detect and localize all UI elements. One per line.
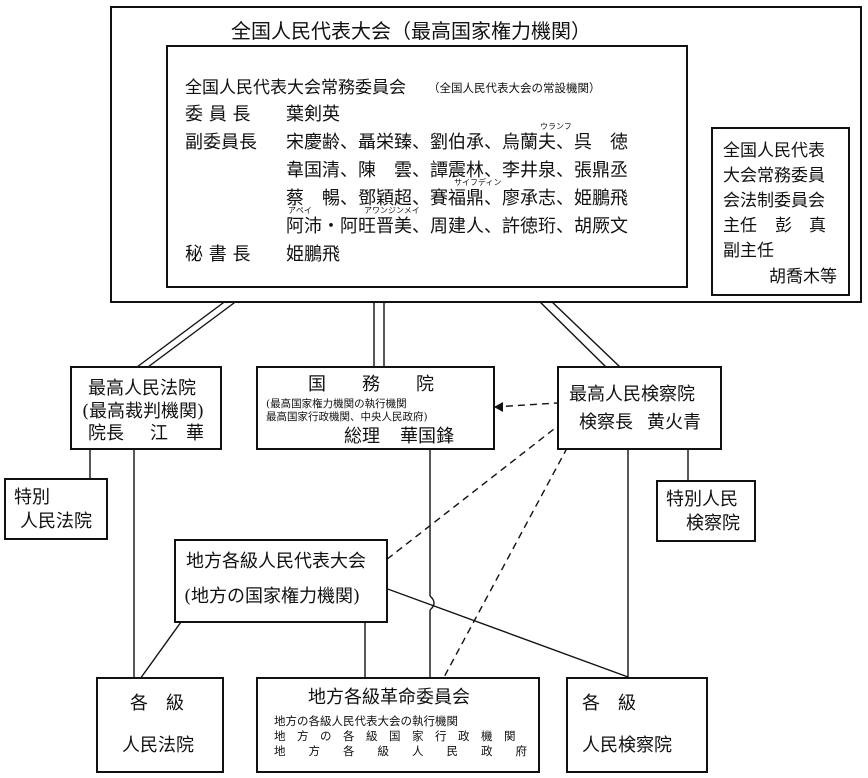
ruby-awang: アワンジンメイ [364,206,420,215]
special-procuratorate-line-2: 検察院 [686,513,740,534]
supreme-court-role: (最高裁判機関) [82,401,205,422]
state-council-note-2: 最高国家行政機関、中央人民政府) [266,411,428,423]
local-congress-title: 地方各級人民代表大会 [186,551,366,572]
congress-to-procuratorates [373,583,629,678]
state-council-title: 国 務 院 [308,374,434,395]
revolutionary-committee-title: 地方各級革命委員会 [308,687,470,708]
legal-committee-line-2: 大会常務委員 [723,166,825,186]
local-courts-line-2: 人民法院 [122,735,194,756]
local-procuratorates-line-1: 各 級 [582,693,636,714]
supreme-court-title: 最高人民法院 [88,378,196,399]
vice-row-2: 韋国清、陳 雲、譚震林、李井泉、張鼎丞 [286,160,628,181]
state-council-note-1: (最高国家権力機関の執行機関 [266,398,407,410]
revolutionary-committee-note-3: 地 方 各 級 人 民 政 府 [274,744,527,758]
supreme-court-box: 最高人民法院 (最高裁判機関) 院長 江 華 [70,366,222,450]
dashed-procuratorate-revcom [442,436,574,680]
dashed-procuratorate-council [493,402,558,408]
state-council-box: 国 務 院 (最高国家権力機関の執行機関 最高国家行政機関、中央人民政府) 総理… [256,366,495,450]
special-procuratorate-box: 特別人民 検察院 [656,480,756,542]
legal-committee-box: 全国人民代表 大会常務委員 会法制委員会 主任 彭 真 副主任 胡喬木等 [711,127,850,296]
congress-to-courts [139,621,182,680]
local-courts-box: 各 級 人民法院 [96,677,224,773]
chairman-name: 葉剣英 [286,104,340,125]
standing-committee-title: 全国人民代表大会常務委員会 [185,78,406,98]
supreme-procuratorate-box: 最高人民検察院 検察長 黄火青 [557,366,722,450]
secretary-label: 秘 書 長 [185,244,251,265]
npc-court-bar-a [147,299,239,368]
special-court-box: 特別 人民法院 [4,478,108,540]
legal-committee-line-3: 会法制委員会 [723,191,825,211]
legal-director-name: 彭 真 [775,216,826,236]
vice-row-4: 阿沛・阿旺晋美、周建人、許徳珩、胡厥文 [286,216,628,237]
special-court-line-1: 特別 [14,487,50,508]
ruby-apei: アペイ [288,206,312,215]
revolutionary-committee-box: 地方各級革命委員会 地方の各級人民代表大会の執行機関 地 方 の 各 級 国 家… [256,677,540,773]
local-courts-line-1: 各 級 [130,693,184,714]
local-procuratorates-box: 各 級 人民検察院 [566,677,708,773]
local-congress-box: 地方各級人民代表大会 (地方の国家権力機関) [174,539,388,623]
supreme-court-head: 江 華 [150,423,204,444]
supreme-procuratorate-head: 黄火青 [647,412,701,433]
vice-row-1: 宋慶齢、聶栄臻、劉伯承、烏蘭夫、呉 徳 [286,132,628,153]
supreme-procuratorate-title: 最高人民検察院 [569,384,695,405]
state-council-head: 華国鋒 [400,426,454,447]
supreme-court-head-label: 院長 [88,423,124,444]
revolutionary-committee-note-1: 地方の各級人民代表大会の執行機関 [274,714,458,728]
special-court-line-2: 人民法院 [20,511,92,532]
local-procuratorates-line-2: 人民検察院 [582,735,672,756]
vice-chairmen-label: 副委員長 [185,132,257,153]
secretary-name: 姫鵬飛 [286,244,340,265]
special-procuratorate-line-1: 特別人民 [666,489,738,510]
ruby-ulanhu: ウランフ [540,122,572,131]
state-council-head-label: 総理 [344,426,380,447]
dashed-procuratorate-congress [385,421,564,561]
legal-deputy-name: 胡喬木等 [769,267,837,287]
standing-committee-box: 全国人民代表大会常務委員会 （全国人民代表大会の常設機関） 委 員 長 葉剣英 … [166,45,688,288]
npc-court-bar-b [136,299,228,368]
vice-row-3: 蔡 暢、鄧穎超、賽福鼎、廖承志、姫鵬飛 [286,188,628,209]
legal-committee-line-1: 全国人民代表 [723,141,825,161]
npc-procuratorate-bar-a [549,299,621,368]
ruby-saifudin: サイフディン [454,178,502,187]
chairman-label: 委 員 長 [185,104,251,125]
supreme-procuratorate-head-label: 検察長 [579,412,633,433]
dashed-arrowhead [494,402,503,412]
legal-director-label: 主任 [723,216,757,236]
npc-procuratorate-bar-b [537,299,607,368]
legal-deputy-label: 副主任 [723,241,774,261]
revolutionary-committee-note-2: 地 方 の 各 級 国 家 行 政 機 関 [274,729,516,743]
local-congress-role: (地方の国家権力機関) [184,586,361,607]
council-crossing-hop [429,595,435,611]
npc-title: 全国人民代表大会（最高国家権力機関） [231,19,591,43]
standing-committee-note: （全国人民代表大会の常設機関） [428,81,601,95]
